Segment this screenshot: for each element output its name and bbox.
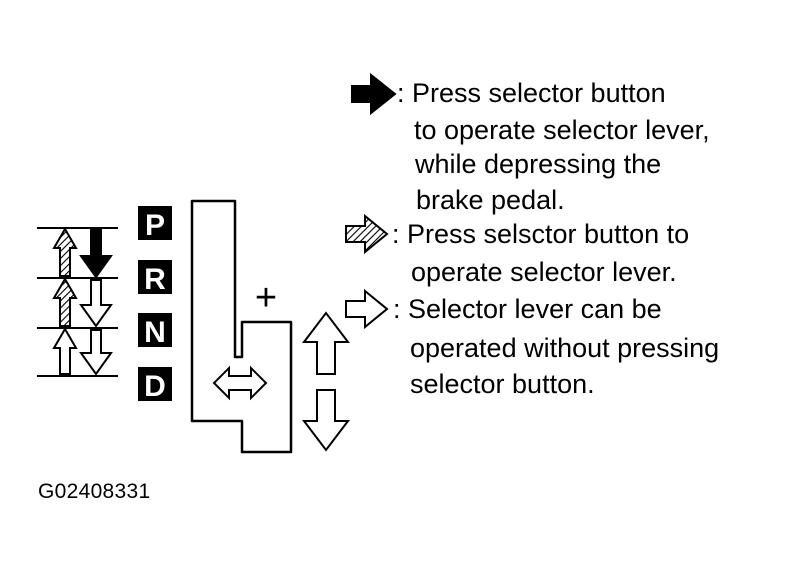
- legend-solid-line-3: while depressing the: [415, 149, 662, 179]
- position-guide-lines: [37, 227, 118, 377]
- outline-arrow-icon: [345, 288, 389, 330]
- shift-gate-outline: [190, 199, 293, 454]
- solid-arrow-icon: [351, 72, 397, 116]
- manual-plus-sign: +: [255, 277, 277, 319]
- outline-up-arrow-d-to-n: [52, 327, 78, 375]
- legend-solid-line-4: brake pedal.: [416, 185, 565, 215]
- hatched-arrow-icon: [345, 213, 389, 255]
- hatched-up-arrow-r-to-p: [52, 227, 78, 277]
- gear-label-n: N: [138, 313, 172, 349]
- manual-downshift-arrow: [301, 389, 351, 452]
- gear-label-d: D: [138, 367, 172, 403]
- legend-outline-line-3: selector button.: [410, 369, 595, 399]
- legend-solid-line-1: : Press selector button: [397, 78, 666, 108]
- left-right-double-arrow: [212, 365, 268, 401]
- legend-outline-line-2: operated without pressing: [410, 333, 720, 363]
- legend-outline-line-1: : Selector lever can be: [393, 294, 662, 324]
- svg-text:D: D: [144, 370, 166, 403]
- gear-label-r: R: [138, 260, 172, 296]
- svg-text:P: P: [145, 209, 165, 242]
- outline-down-arrow-r-to-n: [79, 279, 113, 328]
- legend-hatched-line-1: : Press selsctor button to: [392, 219, 690, 249]
- svg-text:R: R: [144, 263, 166, 296]
- legend-hatched-line-2: operate selector lever.: [411, 257, 677, 287]
- reference-code: G02408331: [38, 480, 151, 503]
- solid-down-arrow-p-to-r: [79, 229, 113, 279]
- manual-upshift-arrow: [301, 311, 351, 375]
- svg-text:N: N: [144, 316, 166, 349]
- outline-down-arrow-n-to-d: [79, 329, 113, 376]
- legend-solid-line-2: to operate selector lever,: [414, 115, 710, 145]
- gear-label-p: P: [138, 206, 172, 242]
- hatched-up-arrow-n-to-r: [52, 277, 78, 327]
